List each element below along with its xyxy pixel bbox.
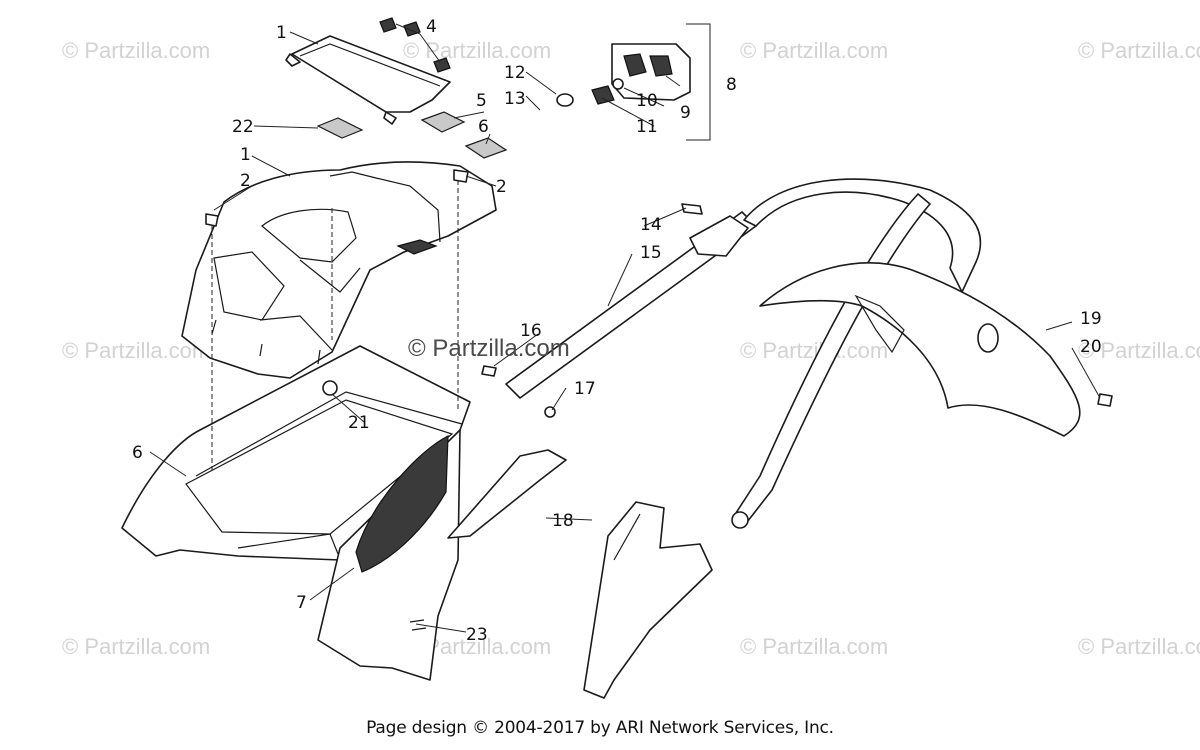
part-decals — [316, 111, 508, 159]
callout-16: 15 — [640, 243, 662, 263]
callout-21: 20 — [1080, 337, 1102, 357]
callout-20: 19 — [1080, 309, 1102, 329]
part-rear-fender — [759, 262, 1081, 437]
assembly-lines — [211, 180, 459, 470]
watermark: © Partzilla.com — [62, 38, 210, 63]
watermark: © Partzilla.com — [62, 338, 210, 363]
callout-13: 12 — [504, 63, 526, 83]
callout-5: 5 — [476, 91, 487, 111]
watermark: © Partzilla.com — [740, 38, 888, 63]
callout-2-right: 2 — [496, 177, 507, 197]
callout-11: 10 — [636, 91, 658, 111]
watermark: © Partzilla.com — [62, 634, 210, 659]
callout-numbers: 1 4 5 6 22 1 2 2 12 13 10 11 9 8 14 15 1… — [132, 17, 1102, 645]
watermark: © Partzilla.com — [1078, 338, 1200, 363]
part-tail-light — [556, 23, 711, 141]
callout-10: 9 — [680, 103, 691, 123]
callout-8: 7 — [296, 593, 307, 613]
part-rear-body — [181, 161, 497, 379]
part-side-panel — [317, 429, 461, 681]
callout-15: 14 — [640, 215, 662, 235]
watermark: © Partzilla.com — [403, 38, 551, 63]
callout-17: 16 — [520, 321, 542, 341]
watermark: © Partzilla.com — [1078, 634, 1200, 659]
callout-3: 1 — [276, 23, 287, 43]
center-watermark: © Partzilla.com — [408, 335, 570, 362]
callout-9: 8 — [726, 75, 737, 95]
callout-19: 18 — [552, 511, 574, 531]
part-step-rail — [447, 449, 713, 699]
callout-23: 22 — [232, 117, 254, 137]
callout-24: 23 — [466, 625, 488, 645]
callout-14: 13 — [504, 89, 526, 109]
callout-4: 4 — [426, 17, 437, 37]
leader-lines — [149, 23, 1101, 633]
callout-18: 17 — [574, 379, 596, 399]
callout-2-left: 2 — [240, 171, 251, 191]
page-footer: Page design © 2004-2017 by ARI Network S… — [366, 718, 834, 738]
callout-1: 1 — [240, 145, 251, 165]
part-hardware — [205, 169, 1113, 418]
part-grab-bar — [505, 178, 982, 529]
watermark: © Partzilla.com — [740, 634, 888, 659]
callout-6: 6 — [478, 117, 489, 137]
callout-12: 11 — [636, 117, 658, 137]
part-lid — [285, 17, 451, 125]
callout-22: 21 — [348, 413, 370, 433]
callout-7: 6 — [132, 443, 143, 463]
watermark: © Partzilla.com — [1078, 38, 1200, 63]
